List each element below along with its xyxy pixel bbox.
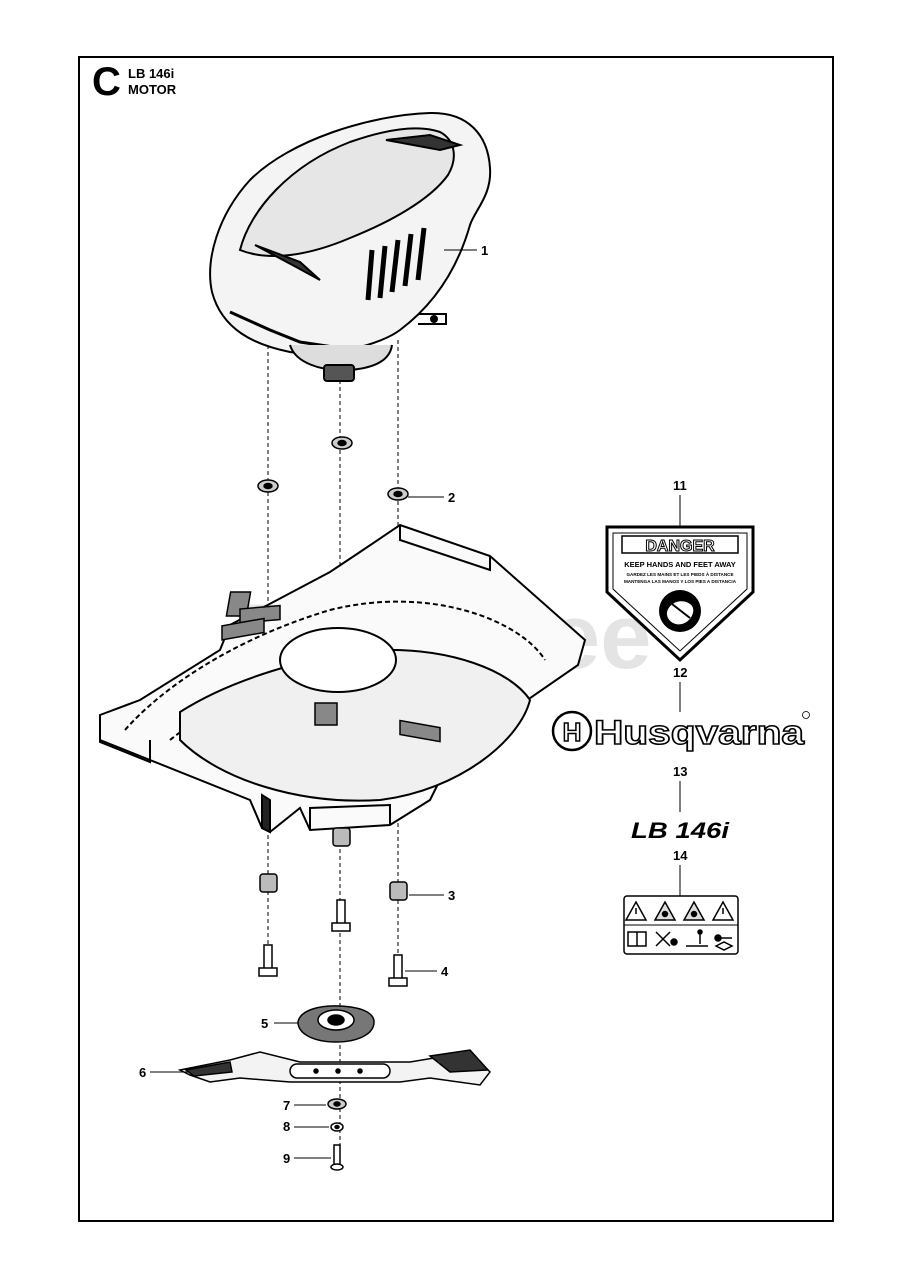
deck-support-pads [221, 591, 441, 743]
person-distance-icon [686, 929, 708, 947]
caution-triangle-icon [711, 900, 735, 921]
danger-decal[interactable]: DANGER KEEP HANDS AND FEET AWAY GARDEZ L… [605, 525, 755, 663]
blade-hub[interactable] [297, 1005, 375, 1043]
husqvarna-logo-decal[interactable]: H Husqvarna [551, 710, 810, 753]
callout-11: 11 [673, 478, 687, 493]
cut-hazard-icon [655, 931, 678, 947]
section-letter: C [92, 60, 121, 104]
safety-pictogram-decal[interactable] [623, 895, 739, 955]
center-bolt[interactable] [330, 1144, 344, 1171]
callout-12: 12 [673, 665, 687, 680]
washer[interactable] [327, 1098, 347, 1110]
danger-heading: DANGER [645, 538, 715, 555]
callout-8: 8 [283, 1119, 290, 1134]
bystander-warning-icon [682, 900, 706, 921]
svg-text:H: H [563, 717, 582, 747]
thrown-object-warning-icon [653, 900, 677, 921]
callout-5: 5 [261, 1016, 268, 1031]
callout-6: 6 [139, 1065, 146, 1080]
callout-7: 7 [283, 1098, 290, 1113]
danger-line-2: GARDEZ LES MAINS ET LES PIEDS À DISTANCE [626, 571, 733, 577]
cutting-blade[interactable] [177, 1049, 491, 1086]
brand-wordmark: Husqvarna [594, 714, 805, 752]
registered-mark-icon [802, 711, 810, 719]
screw[interactable] [258, 899, 408, 987]
warning-triangle-icon [624, 900, 648, 921]
motor-housing[interactable] [209, 111, 492, 382]
callout-3: 3 [448, 888, 455, 903]
callout-14: 14 [673, 848, 688, 863]
lower-bushing[interactable] [259, 827, 408, 901]
group-title: MOTOR [128, 82, 177, 97]
callout-13: 13 [673, 764, 687, 779]
callout-1: 1 [481, 243, 488, 258]
callout-2: 2 [448, 490, 455, 505]
diagram-frame [78, 56, 834, 1222]
danger-line-3: MANTENGA LAS MANOS Y LOS PIES A DISTANCI… [624, 579, 737, 584]
danger-line-1: KEEP HANDS AND FEET AWAY [624, 560, 736, 569]
read-manual-icon [627, 931, 647, 947]
crown-emblem-icon [551, 710, 593, 752]
model-decal[interactable]: LB 146i [631, 818, 730, 843]
callout-4: 4 [441, 964, 449, 979]
callout-9: 9 [283, 1151, 290, 1166]
upper-bushing[interactable] [257, 436, 409, 501]
lock-washer[interactable] [330, 1122, 344, 1132]
remove-key-icon [714, 934, 734, 951]
mower-deck [99, 523, 587, 834]
model-title: LB 146i [128, 66, 175, 81]
